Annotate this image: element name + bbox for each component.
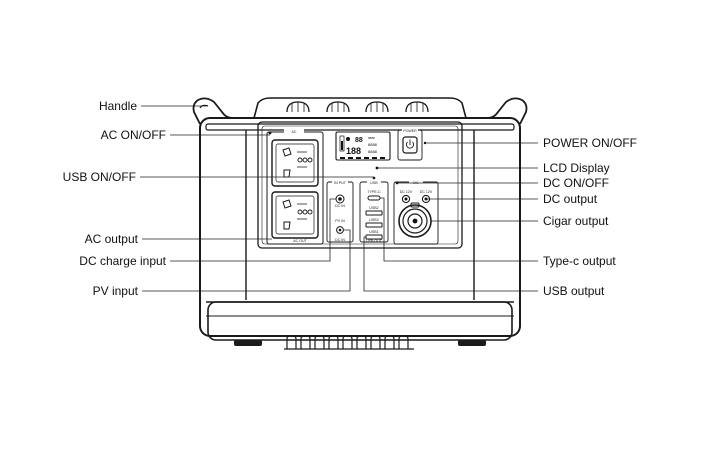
lcd-display: 88 188 8888 8888 8888 [335, 131, 391, 161]
label-typec-output: Type-c output [543, 254, 616, 268]
body-base [207, 301, 513, 341]
handle-left-grip [199, 104, 209, 109]
label-cigar-output: Cigar output [543, 214, 609, 228]
pv-input-port[interactable] [336, 226, 344, 234]
label-dc-output: DC output [543, 192, 598, 206]
top-knobs [286, 101, 429, 113]
dc-port-left[interactable] [401, 194, 411, 204]
callout-labels-left: Handle AC ON/OFF USB ON/OFF AC output DC… [63, 99, 167, 298]
label-ac-output: AC output [85, 232, 139, 246]
device-illustration: AC AC OUT 88 188 8888 8 [192, 97, 528, 350]
ac-out-label: AC OUT [293, 239, 307, 243]
dc12v-right-label: DC 12V [420, 190, 433, 194]
dc-in-bottom-label: DC IN [335, 238, 345, 242]
pv-in-label: PV IN [335, 219, 345, 223]
svg-text:88: 88 [355, 137, 363, 144]
usb3-port[interactable] [365, 222, 383, 228]
front-panel [257, 121, 463, 249]
input-section: IN PUT DC IN PV IN DC IN [326, 180, 354, 243]
ac-panel-label: AC [292, 130, 297, 134]
ac-outlet-bottom[interactable] [271, 191, 319, 239]
dc12v-left-label: DC 12V [400, 190, 413, 194]
leader-lines [140, 105, 538, 292]
foot-left [234, 340, 262, 346]
usb-panel-label: USB [370, 181, 378, 185]
callout-labels-right: POWER ON/OFF LCD Display DC ON/OFF DC ou… [543, 136, 637, 298]
usb1-label: USB1 [369, 230, 378, 234]
power-section: POWER [397, 128, 423, 161]
label-usb-onoff: USB ON/OFF [63, 170, 136, 184]
label-lcd-display: LCD Display [543, 161, 610, 175]
ac-onoff-indicator [268, 131, 272, 135]
dc-charge-port[interactable] [335, 194, 345, 204]
foot-right [458, 340, 486, 346]
cigar-socket[interactable] [398, 202, 432, 238]
label-ac-onoff: AC ON/OFF [101, 128, 166, 142]
label-dc-charge-input: DC charge input [79, 254, 166, 268]
power-panel-label: POWER [403, 129, 417, 133]
handle-right [458, 97, 528, 125]
svg-text:188: 188 [346, 146, 361, 156]
label-power-onoff: POWER ON/OFF [543, 136, 637, 150]
typec-label: TYPE-C [367, 190, 381, 194]
ac-section-frame [266, 131, 324, 245]
usb2-label: USB2 [369, 206, 378, 210]
svg-text:8888: 8888 [368, 149, 378, 154]
base-vents [284, 335, 414, 350]
svg-text:8888: 8888 [368, 136, 375, 140]
usb-out-label: USB OUT [366, 239, 383, 243]
typec-port[interactable] [367, 195, 381, 201]
front-panel-inner [261, 125, 459, 245]
top-cap [253, 97, 467, 119]
usb-section: USB TYPE-C USB2 USB3 USB1 USB OUT [359, 180, 389, 243]
dc-section: DC DC 12V DC 12V [393, 180, 439, 245]
power-button[interactable] [402, 136, 418, 154]
label-handle: Handle [99, 99, 137, 113]
body-band-top [205, 123, 515, 131]
ac-outlet-top[interactable] [271, 139, 319, 187]
label-pv-input: PV input [93, 284, 139, 298]
label-usb-output: USB output [543, 284, 605, 298]
label-dc-onoff: DC ON/OFF [543, 176, 609, 190]
input-panel-label: IN PUT [334, 181, 347, 185]
usb2-port[interactable] [365, 210, 383, 216]
svg-text:8888: 8888 [368, 142, 378, 147]
dc-in-label: DC IN [335, 204, 345, 208]
usb3-label: USB3 [369, 218, 378, 222]
